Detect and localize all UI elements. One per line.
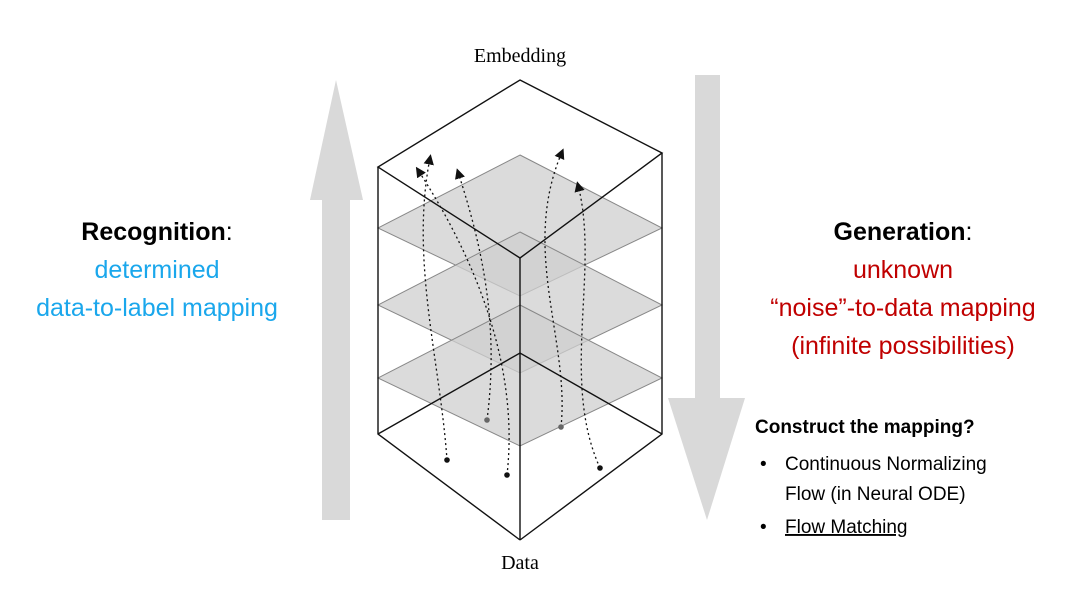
start-point-4 xyxy=(558,424,564,430)
recognition-title-word: Recognition xyxy=(81,218,225,246)
data-label: Data xyxy=(501,552,539,574)
flow-curve-3 xyxy=(455,168,492,421)
recognition-up-arrow xyxy=(310,80,363,520)
recognition-title-colon: : xyxy=(226,218,233,246)
cube-frame xyxy=(376,79,664,541)
cube-bottom-back-edges xyxy=(377,352,663,435)
question-heading: Construct the mapping? xyxy=(755,417,975,438)
bullet-1-line-2: Flow (in Neural ODE) xyxy=(785,484,966,505)
flow-curve-5 xyxy=(574,181,601,469)
bullet-2-line-1[interactable]: Flow Matching xyxy=(785,517,908,538)
generation-line-3: (infinite possibilities) xyxy=(791,332,1015,360)
bullet-2-marker: • xyxy=(760,517,767,538)
start-point-1 xyxy=(444,457,450,463)
generation-line-1: unknown xyxy=(853,256,953,284)
generation-title: Generation: xyxy=(834,218,973,246)
bullet-1-marker: • xyxy=(760,454,767,475)
flow-curve-1 xyxy=(422,154,448,461)
start-point-5 xyxy=(597,465,603,471)
generation-down-arrow xyxy=(668,75,745,520)
start-point-2 xyxy=(504,472,510,478)
generation-title-colon: : xyxy=(966,218,973,246)
flow-curves xyxy=(415,148,601,476)
start-point-3 xyxy=(484,417,490,423)
generation-line-2: “noise”-to-data mapping xyxy=(770,294,1035,322)
recognition-line-2: data-to-label mapping xyxy=(36,294,278,322)
flow-start-points xyxy=(444,417,603,478)
bullet-1-line-1: Continuous Normalizing xyxy=(785,454,987,475)
generation-title-word: Generation xyxy=(834,218,966,246)
flow-curve-2 xyxy=(415,166,510,476)
recognition-line-1: determined xyxy=(94,256,219,284)
embedding-label: Embedding xyxy=(474,45,566,67)
recognition-title: Recognition: xyxy=(81,218,232,246)
